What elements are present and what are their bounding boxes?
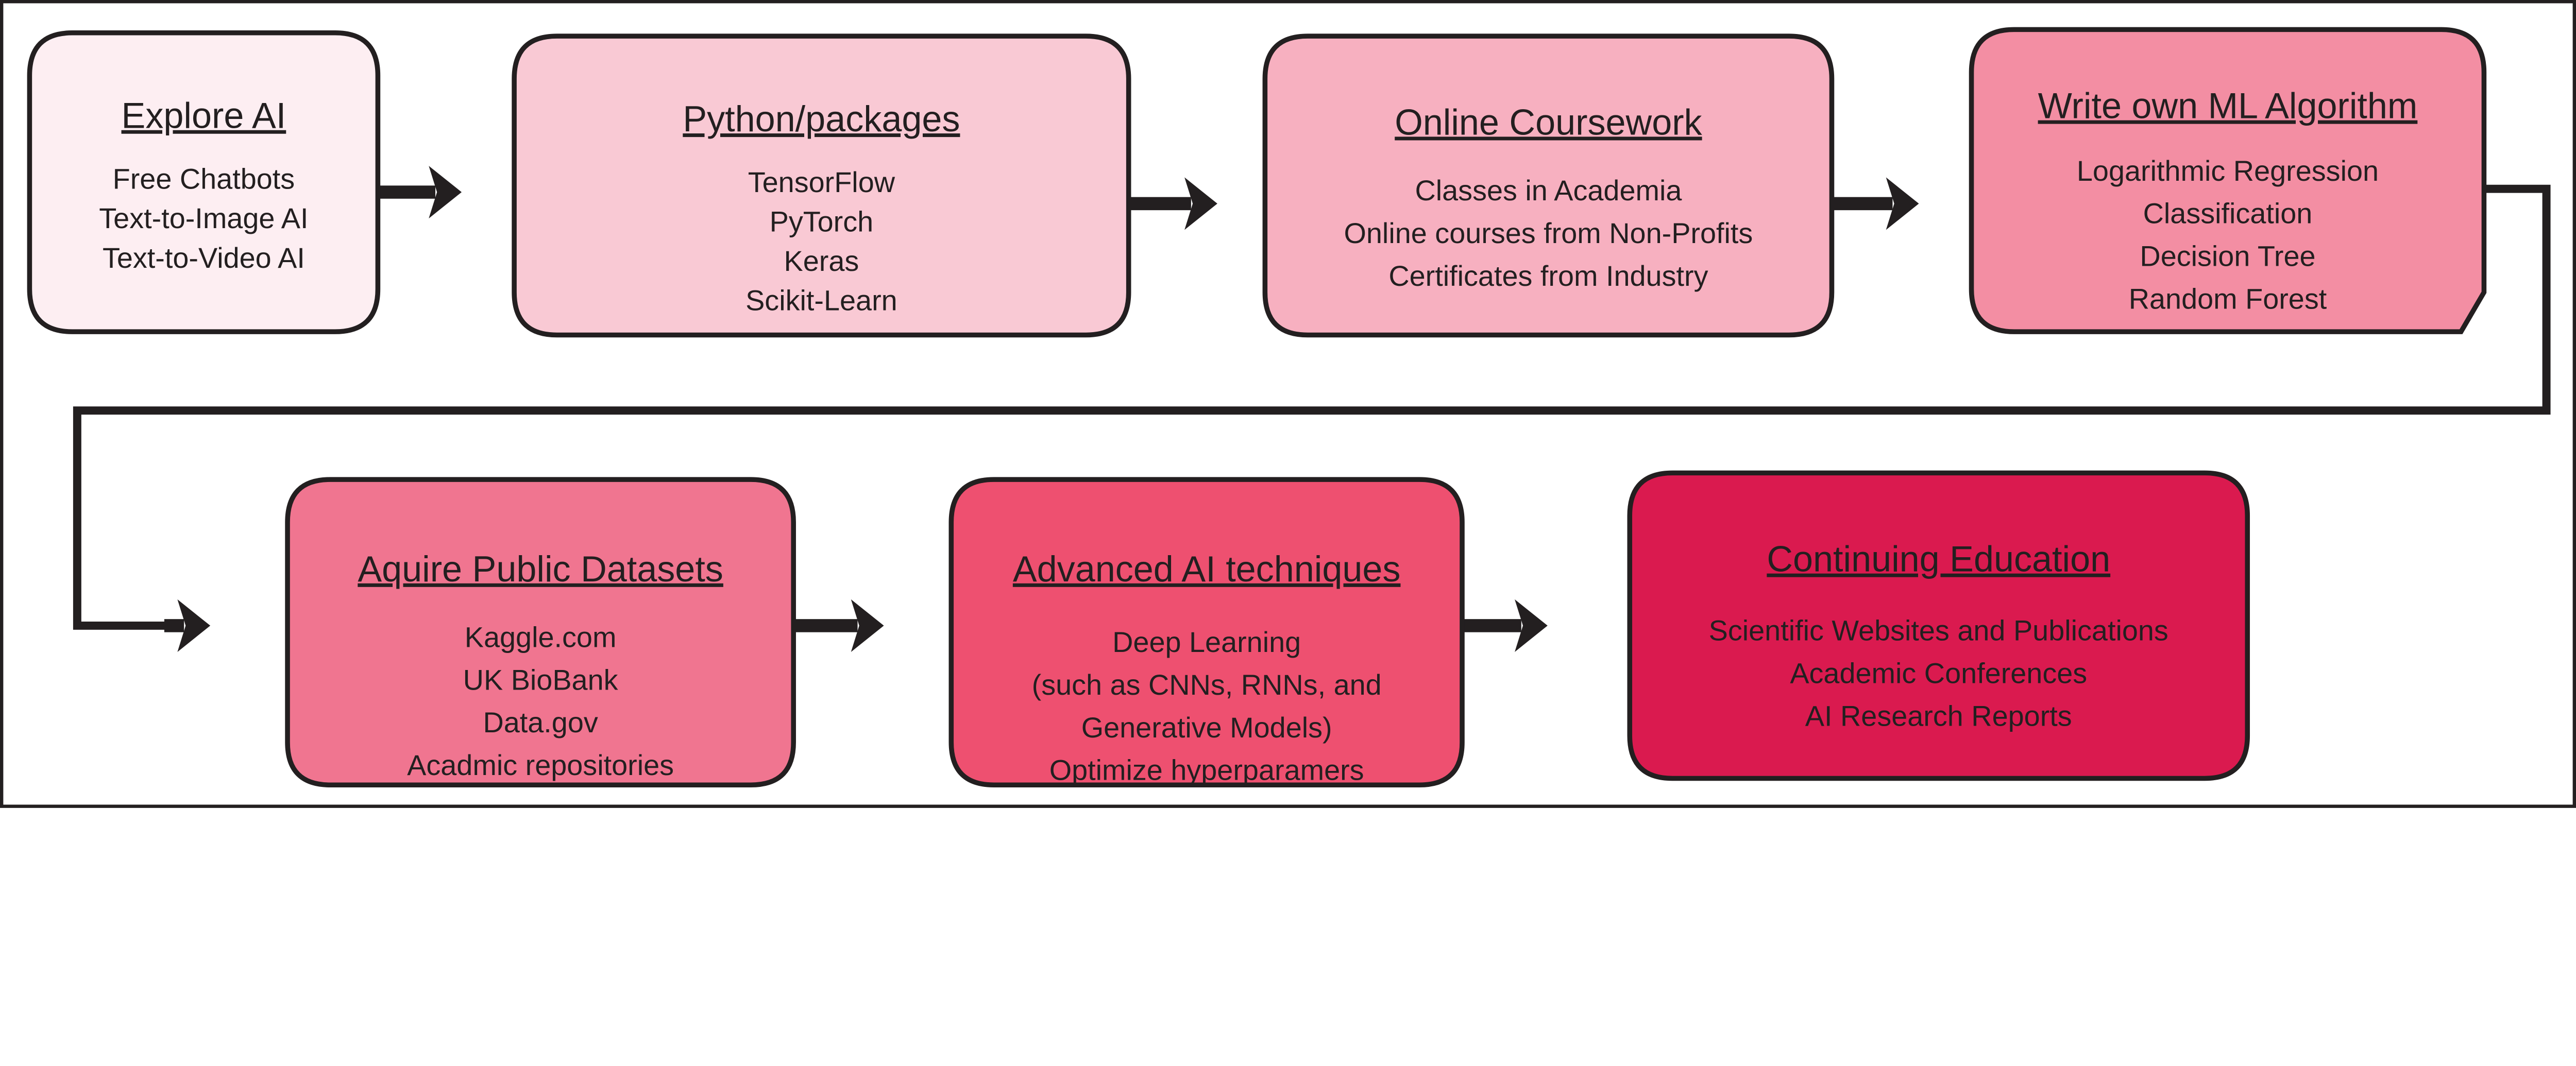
step-item: Generative Models) <box>1081 711 1332 744</box>
step-item: Scikit-Learn <box>745 284 897 317</box>
arrow-right-icon <box>1832 177 1919 230</box>
step-item: Certificates from Industry <box>1388 260 1708 292</box>
step-title: Write own ML Algorithm <box>2038 85 2418 126</box>
step-item: Deep Learning <box>1112 626 1301 658</box>
step-item: Classification <box>2143 197 2313 230</box>
step-box-shape <box>1262 33 1835 338</box>
step-item: TensorFlow <box>748 166 895 198</box>
step-title: Continuing Education <box>1767 539 2110 579</box>
step-item: UK BioBank <box>463 663 618 696</box>
step-item: Decision Tree <box>2140 240 2315 272</box>
arrow-right-icon <box>1128 177 1217 230</box>
step-box: Python/packagesTensorFlowPyTorchKerasSci… <box>512 33 1131 338</box>
arrow-right-icon <box>1462 599 1548 652</box>
step-title: Online Coursework <box>1395 101 1702 142</box>
arrow-right-icon <box>378 166 462 219</box>
step-box-shape <box>512 33 1131 338</box>
step-item: Keras <box>784 245 859 277</box>
step-item: Data.gov <box>483 706 598 738</box>
step-item: Academic Conferences <box>1790 657 2087 690</box>
step-item: PyTorch <box>770 205 874 238</box>
step-box-shape <box>948 477 1465 788</box>
step-item: Scientific Websites and Publications <box>1709 614 2168 647</box>
arrow-right-icon <box>793 599 884 652</box>
step-item: Logarithmic Regression <box>2077 154 2379 187</box>
step-item: AI Research Reports <box>1805 699 2072 732</box>
step-box-shape <box>27 30 381 334</box>
step-title: Advanced AI techniques <box>1013 548 1401 589</box>
step-item: Random Forest <box>2129 282 2327 315</box>
step-item: Optimize hyperparamers <box>1049 754 1364 786</box>
step-title: Python/packages <box>683 98 960 139</box>
step-box-shape <box>1969 27 2487 334</box>
arrow-right-icon <box>164 599 211 652</box>
step-item: Text-to-Video AI <box>103 242 305 274</box>
step-box-shape <box>285 477 796 788</box>
step-box-shape <box>1627 470 2250 781</box>
step-item: (such as CNNs, RNNs, and <box>1032 668 1382 701</box>
step-item: Online courses from Non-Profits <box>1344 217 1753 249</box>
step-title: Explore AI <box>122 95 286 136</box>
connectors <box>73 166 2551 652</box>
step-item: Classes in Academia <box>1415 174 1682 207</box>
step-item: Text-to-Image AI <box>99 202 308 234</box>
wrap-connector-line <box>73 184 2551 630</box>
step-title: Aquire Public Datasets <box>358 548 723 589</box>
step-item: Kaggle.com <box>465 621 617 653</box>
step-item: Acadmic repositories <box>407 749 674 781</box>
step-item: Free Chatbots <box>113 163 295 195</box>
